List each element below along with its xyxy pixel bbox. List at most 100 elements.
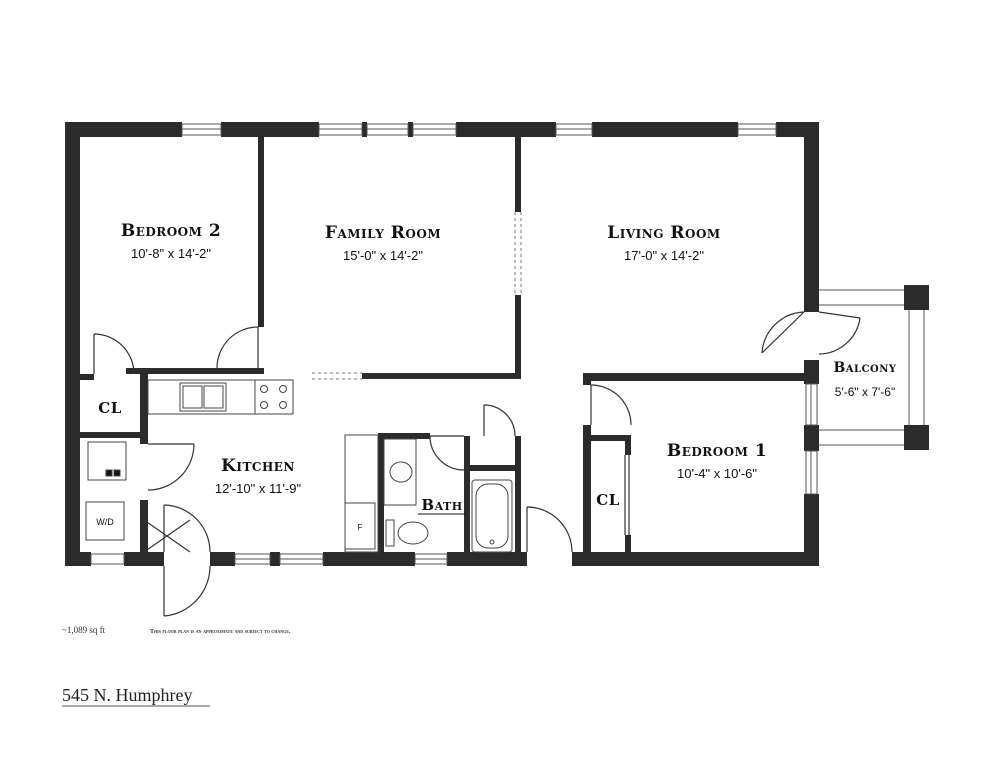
door-balcony-leaf-2: [818, 311, 861, 319]
wall-bottom-5: [323, 552, 415, 566]
family-room-dims: 15'-0" x 14'-2": [343, 248, 423, 263]
balcony-dims: 5'-6" x 7'-6": [835, 385, 895, 399]
wall-bottom-4: [270, 552, 280, 566]
laundry-fixtures: W/D: [85, 441, 127, 541]
balcony-post-top: [904, 285, 929, 310]
wall-bed1-closet-right-low: [625, 535, 631, 553]
wall-bath-left: [378, 433, 384, 553]
door-entry-cross-2: [143, 519, 191, 553]
wall-bed1-closet-top: [583, 435, 631, 441]
balcony-railings: [819, 289, 925, 446]
windows: [90, 123, 818, 565]
wall-bed2-family: [258, 137, 264, 327]
door-balcony-arc-2: [818, 317, 861, 355]
door-bedroom2-arc: [216, 326, 259, 369]
kitchen-sink-basin-2: [203, 385, 224, 409]
bedroom2-dims: 10'-8" x 14'-2": [131, 246, 211, 261]
stove-burner-1: [260, 385, 268, 393]
family-room-name: Family Room: [325, 223, 441, 243]
address-label: 545 N. Humphrey: [62, 685, 192, 705]
wall-bath-top: [378, 433, 430, 439]
wall-top-4: [408, 122, 413, 137]
door-balcony-leaf: [761, 311, 805, 354]
kitchen-name: Kitchen: [221, 456, 295, 476]
room-labels: Bedroom 2 10'-8" x 14'-2" Family Room 15…: [98, 221, 896, 515]
wall-bottom-3: [210, 552, 235, 566]
balcony-post-bottom: [904, 425, 929, 450]
laundry-knob-1: [105, 469, 113, 477]
stove-burner-2: [279, 385, 287, 393]
closet-left-name: CL: [98, 399, 122, 417]
bathtub-inner: [475, 483, 509, 549]
wall-laundry-divider: [140, 500, 148, 552]
doors: [93, 311, 861, 617]
bedroom2-name: Bedroom 2: [121, 221, 221, 241]
wall-bottom-6: [447, 552, 527, 566]
kitchen-fixtures: F: [147, 379, 379, 553]
wall-closet-left-divider: [140, 374, 148, 444]
wall-bed1-closet-right: [625, 435, 631, 455]
bath-name: Bath: [421, 496, 462, 514]
bedroom1-dims: 10'-4" x 10'-6": [677, 466, 757, 481]
living-room-dims: 17'-0" x 14'-2": [624, 248, 704, 263]
toilet-bowl: [397, 521, 429, 545]
wall-top-3: [362, 122, 367, 137]
fridge-label: F: [358, 523, 363, 532]
door-tub-arc: [483, 404, 516, 437]
bedroom1-name: Bedroom 1: [667, 441, 767, 461]
bathtub-drain: [489, 539, 495, 545]
wall-closet-left-bottom: [80, 432, 148, 438]
toilet-tank: [385, 519, 395, 547]
bath-sink: [389, 461, 413, 483]
wall-bottom-1: [65, 552, 91, 566]
wall-top-1: [65, 122, 182, 137]
wall-family-bottom: [362, 373, 521, 379]
wall-right-lower: [804, 494, 819, 566]
wall-top-2: [221, 122, 319, 137]
wall-stub-left: [583, 373, 591, 385]
washer-dryer-label: W/D: [96, 517, 114, 527]
door-hall-arc: [526, 506, 573, 553]
wall-top-5: [456, 122, 556, 137]
wall-closet-left-top: [80, 374, 94, 380]
wall-bottom-2: [124, 552, 164, 566]
door-entry-arc: [163, 565, 211, 617]
wall-bath-mid: [464, 436, 470, 553]
wall-top-6: [592, 122, 738, 137]
door-entry-arc-2: [163, 504, 211, 553]
wall-bed2-bottom: [126, 368, 264, 374]
washer-dryer: [85, 501, 125, 541]
living-room-name: Living Room: [607, 223, 720, 243]
kitchen-sink: [179, 382, 227, 412]
wall-right-b1: [804, 425, 819, 451]
closet-bed1-name: CL: [596, 491, 620, 509]
door-bedroom1-arc: [590, 384, 632, 426]
balcony-name: Balcony: [833, 360, 896, 376]
door-bath-arc: [429, 435, 465, 471]
wall-left: [65, 122, 80, 566]
door-balcony-arc: [761, 311, 805, 354]
door-closet-left-arc: [93, 333, 135, 375]
window-bottom-1: [90, 553, 125, 565]
wall-bath-right: [515, 436, 521, 553]
kitchen-dims: 12'-10" x 11'-9": [215, 481, 302, 496]
openings: [312, 212, 522, 380]
balcony: [819, 285, 929, 450]
wall-family-living-top: [515, 137, 521, 212]
wall-bed1-left: [583, 425, 591, 553]
wall-right-upper: [804, 122, 819, 312]
kitchen-fridge: [344, 502, 376, 550]
footer: ~1,089 sq ft This floor plan is an appro…: [62, 625, 291, 707]
walls: [65, 122, 819, 566]
stove-burner-3: [260, 401, 268, 409]
kitchen-counter-right: [344, 434, 379, 553]
area-label: ~1,089 sq ft: [62, 625, 106, 635]
stove-burner-4: [279, 401, 287, 409]
wall-bottom-7: [572, 552, 819, 566]
bath-fixtures: [383, 438, 513, 553]
laundry-knob-2: [113, 469, 121, 477]
door-laundry-arc: [147, 443, 195, 491]
wall-living-bottom: [583, 373, 819, 381]
kitchen-stove: [254, 379, 294, 415]
